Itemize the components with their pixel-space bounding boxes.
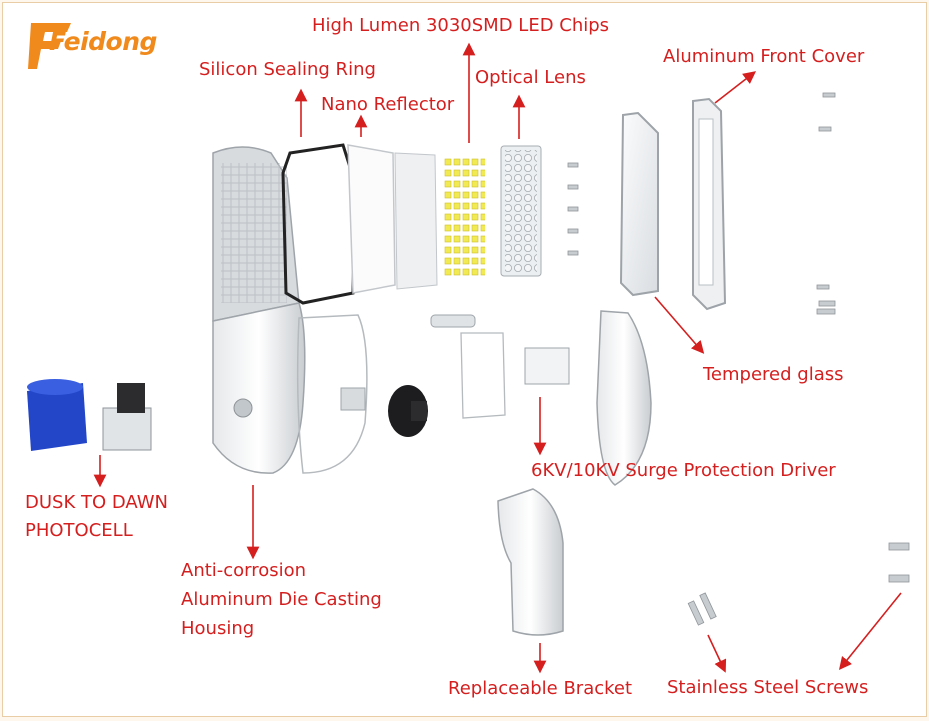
led-chips-part bbox=[443, 158, 485, 276]
housing-label-line2: Aluminum Die Casting bbox=[181, 589, 382, 610]
led-chips-label: High Lumen 3030SMD LED Chips bbox=[312, 15, 610, 36]
driver-mount-part bbox=[430, 314, 476, 328]
photocell-cap-part bbox=[27, 379, 87, 451]
cover-screws-part bbox=[816, 92, 836, 315]
photocell-socket-part bbox=[388, 385, 428, 437]
driver-cover-part bbox=[596, 310, 652, 486]
optical-lens-label: Optical Lens bbox=[475, 67, 586, 88]
feidong-logo-icon bbox=[28, 23, 71, 69]
sealing-ring-part bbox=[281, 143, 357, 305]
surge-protector-part bbox=[524, 347, 570, 385]
optical-lens-array bbox=[505, 150, 537, 272]
tempered-glass-part bbox=[619, 111, 659, 297]
bottom-screws-part bbox=[687, 542, 910, 626]
photocell-label-line2: PHOTOCELL bbox=[25, 520, 133, 541]
sealing-ring-label: Silicon Sealing Ring bbox=[199, 59, 376, 80]
screws-label: Stainless Steel Screws bbox=[667, 677, 869, 698]
inner-bracket-part bbox=[340, 387, 366, 411]
front-cover-window bbox=[698, 118, 714, 286]
housing-part bbox=[212, 146, 306, 474]
housing-label-line3: Housing bbox=[181, 618, 255, 639]
surge-driver-label: 6KV/10KV Surge Protection Driver bbox=[531, 460, 836, 481]
nano-reflector-label: Nano Reflector bbox=[321, 94, 455, 115]
lens-screws-part bbox=[567, 162, 579, 256]
inner-frame-part bbox=[296, 314, 368, 474]
leader-arrows bbox=[93, 42, 902, 674]
brand-logo-text: Feidong bbox=[49, 27, 157, 56]
housing-label-line1: Anti-corrosion bbox=[181, 560, 307, 581]
bracket-part bbox=[497, 488, 564, 636]
led-board-part bbox=[394, 152, 438, 290]
driver-tray-part bbox=[460, 332, 506, 419]
tempered-glass-label: Tempered glass bbox=[703, 364, 844, 385]
front-cover-label: Aluminum Front Cover bbox=[663, 46, 865, 67]
bracket-label: Replaceable Bracket bbox=[448, 678, 633, 699]
photocell-label-line1: DUSK TO DAWN bbox=[25, 492, 169, 513]
photocell-base-part bbox=[102, 383, 152, 451]
exploded-illustration bbox=[27, 42, 910, 674]
nano-reflector-part bbox=[347, 144, 396, 294]
